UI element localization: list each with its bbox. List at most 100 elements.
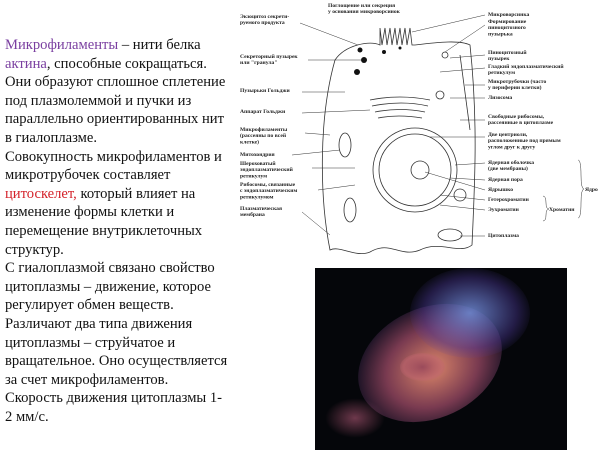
label-line: пузырька [488, 31, 513, 37]
label-line: Хроматин [549, 207, 575, 213]
label-line: эндоплазматический [240, 166, 294, 173]
label-line: Ядерная пора [488, 177, 523, 183]
label-line: пузырек [488, 56, 510, 62]
label-right: Гетерохроматин [488, 197, 530, 203]
label-line: руемого продукта [240, 20, 285, 26]
label-line: Гладкий эндоплазматический [488, 63, 564, 70]
label-line: Митохондрия [240, 152, 275, 158]
paragraph-movement: Различают два типа движения цитоплазмы –… [5, 315, 228, 425]
label-left: Пузырьки Гольджи [240, 88, 290, 94]
label-left: Аппарат Гольджи [240, 109, 286, 115]
term-actin: актина [5, 55, 47, 72]
label-line: Шероховатый [240, 160, 276, 167]
label-line: Эухроматин [488, 207, 520, 213]
label-right: Свободные рибосомы,рассеянные в цитоплаз… [488, 113, 554, 126]
label-line: Рибосомы, связанные [240, 181, 296, 188]
label-line: ретикулумом [240, 194, 274, 200]
label-line: Экзоцитоз секрети- [240, 14, 289, 20]
label-line: Цитоплазма [488, 233, 519, 239]
label-line: или "гранула" [240, 60, 277, 66]
term-microfilaments: Микрофиламенты [5, 37, 119, 53]
text-fragment: , способные сокращаться. Они образуют сп… [5, 55, 226, 146]
label-line: у основания микроворсинок [328, 9, 401, 15]
cell-micrograph [315, 268, 567, 450]
mitochondrion [338, 132, 352, 158]
cell-protrusion [410, 268, 530, 358]
label-line: Ядрышко [488, 187, 513, 193]
label-line: Микрофиламенты [240, 126, 288, 133]
nucleus-in-photo [400, 353, 445, 381]
label-line: Ядро [585, 187, 598, 193]
plasma-membrane [321, 27, 476, 254]
label-line: Формирование [488, 19, 527, 25]
label-chromatin: Хроматин [549, 207, 575, 213]
label-line: Свободные рибосомы, [488, 113, 545, 120]
label-line: Аппарат Гольджи [240, 109, 286, 115]
label-right: Ядрышко [488, 187, 513, 193]
mitochondrion [437, 228, 463, 242]
label-line: рассеянные в цитоплазме [488, 120, 554, 126]
label-line: клетке) [240, 138, 259, 145]
label-line: Плазматическая [240, 206, 282, 212]
cell-tail [325, 398, 385, 438]
text-fragment: который влияет на изменение формы клетки… [5, 185, 203, 258]
label-line: Две центриоли, [488, 132, 528, 138]
label-line: ретикулум [240, 173, 267, 179]
label-line: Микроворсинка [488, 12, 529, 18]
vesicle [441, 51, 449, 59]
label-line: Секреторный пузырек [240, 53, 298, 60]
leader-lines [291, 14, 486, 237]
label-right: Ядерная оболочка(две мембраны) [488, 159, 534, 172]
vesicle [435, 90, 445, 100]
label-left: Митохондрия [240, 152, 275, 158]
label-line: Микротрубочки (часто [488, 78, 546, 85]
label-right: Микроворсинка [488, 12, 529, 18]
text-fragment: Совокупность микрофиламентов и микротруб… [5, 148, 222, 184]
label-line: у периферии клетки) [488, 84, 542, 91]
label-nucleus: Ядро [585, 187, 598, 193]
mitochondrion [343, 197, 357, 223]
label-line: Пузырьки Гольджи [240, 88, 290, 94]
label-line: мембрана [240, 211, 265, 218]
label-line: пиноцитозного [488, 25, 526, 31]
label-line: Поглощение или секреция [328, 3, 395, 9]
label-right: Цитоплазма [488, 233, 519, 239]
nucleus-outer [372, 127, 458, 213]
lysosome [453, 188, 467, 202]
nucleolus [410, 160, 430, 180]
label-line: расположенные под прямым [488, 138, 561, 144]
label-line: углом друг к другу [488, 144, 536, 150]
label-line: Лизосома [488, 95, 512, 101]
slide-text: Микрофиламенты – нити белка актина, спос… [5, 36, 229, 426]
nucleus-brace [577, 159, 585, 219]
cell-drawing [321, 27, 476, 254]
text-fragment: – нити белка [118, 37, 201, 53]
secretory-granules [354, 46, 402, 75]
term-cytoskeleton: цитоскелет, [5, 185, 77, 202]
label-line: Гетерохроматин [488, 197, 530, 203]
nucleus-inner [378, 133, 452, 207]
label-line: (рассеяны по всей [240, 132, 287, 139]
golgi [369, 96, 431, 119]
label-line: (две мембраны) [488, 165, 528, 172]
label-right: Лизосома [488, 95, 512, 101]
label-line: ретикулум [488, 70, 515, 76]
label-left: Экзоцитоз секрети-руемого продукта [240, 14, 289, 26]
microtubule [459, 54, 471, 131]
label-right: Ядерная пора [488, 177, 523, 183]
label-line: Ядерная оболочка [488, 159, 534, 166]
